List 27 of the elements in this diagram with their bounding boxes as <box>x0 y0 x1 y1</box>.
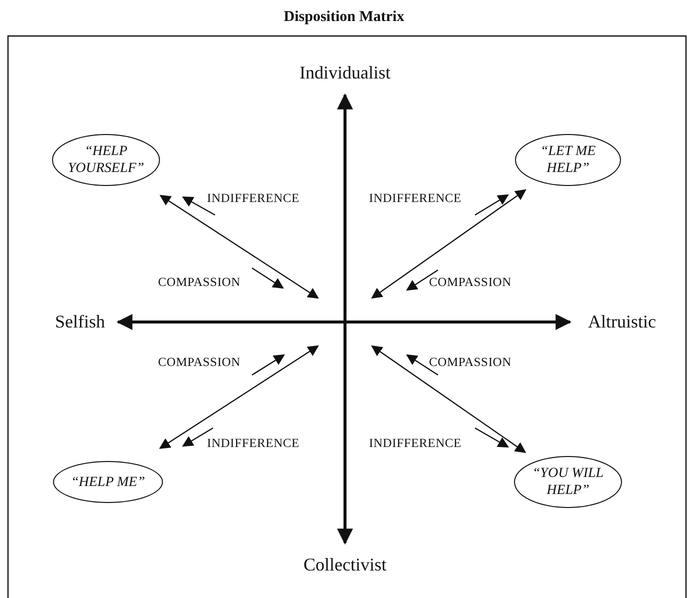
quote-text: “HELP ME” <box>70 474 146 490</box>
quote-text: “HELP YOURSELF” <box>66 143 146 177</box>
arrow-label: COMPASSION <box>158 355 240 370</box>
arrow <box>371 345 526 453</box>
quote-ellipse <box>514 456 622 508</box>
quote-ellipse <box>52 134 160 186</box>
arrow <box>337 93 353 545</box>
axis-label: Collectivist <box>304 554 386 576</box>
arrow-label: INDIFFERENCE <box>369 191 462 206</box>
diagram-title: Disposition Matrix <box>284 9 404 25</box>
axis-label: Individualist <box>300 62 390 84</box>
arrow-label: COMPASSION <box>429 355 512 370</box>
arrow-label: INDIFFERENCE <box>207 191 300 206</box>
quote-ellipse <box>515 134 621 186</box>
axis-label: Altruistic <box>588 312 656 332</box>
arrow <box>159 345 319 449</box>
arrow <box>116 314 572 330</box>
quote-text: “YOU WILL HELP” <box>531 465 605 499</box>
quote-ellipse <box>53 461 163 503</box>
quote-text: “LET ME HELP” <box>539 143 597 177</box>
arrow <box>160 194 319 299</box>
arrow-label: COMPASSION <box>158 275 240 290</box>
arrow-label: INDIFFERENCE <box>207 436 300 451</box>
arrow-label: COMPASSION <box>429 275 512 290</box>
axis-label: Selfish <box>55 312 105 332</box>
arrow <box>371 189 526 299</box>
arrow-label: INDIFFERENCE <box>369 436 462 451</box>
